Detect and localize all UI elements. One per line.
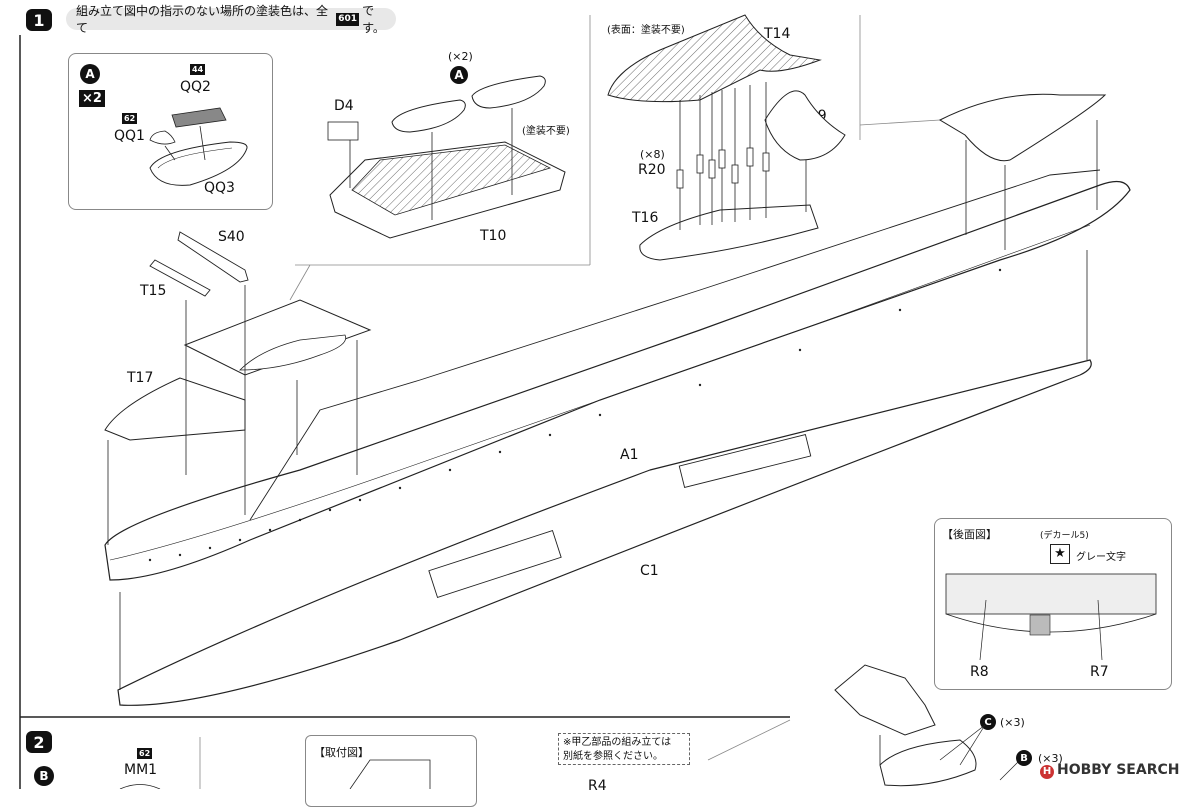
marker-b-badge: B — [34, 766, 54, 786]
qq2-paint-code: 44 — [190, 64, 206, 75]
label-s40: S40 — [218, 229, 245, 245]
star-decal-icon: ★ — [1050, 544, 1070, 564]
label-t17: T17 — [127, 370, 154, 386]
label-t16: T16 — [632, 210, 659, 226]
t10-note: (塗装不要) — [522, 126, 570, 137]
instruction-suffix: です。 — [362, 4, 385, 35]
instruction-prefix: 組み立て図中の指示のない場所の塗装色は、全て — [76, 4, 329, 35]
label-qq3: QQ3 — [204, 180, 235, 196]
marker-a-badge-t10: A — [450, 66, 468, 84]
logo-icon: H — [1040, 765, 1054, 779]
t10-drawing — [327, 75, 566, 239]
label-qq1: QQ1 — [114, 128, 145, 144]
t10-count: (×2) — [448, 50, 473, 63]
mount-title: 【取付図】 — [314, 746, 369, 759]
label-d4: D4 — [334, 98, 354, 114]
boat-parts-drawing — [149, 107, 248, 186]
step-1-instruction: 組み立て図中の指示のない場所の塗装色は、全て 601 です。 — [66, 4, 396, 35]
multiplier-badge: ×2 — [79, 90, 105, 107]
step-1-badge: 1 — [26, 9, 52, 31]
t14-note: (表面：塗装不要) — [607, 25, 685, 36]
label-c1: C1 — [640, 563, 659, 579]
label-a1: A1 — [620, 447, 639, 463]
separate-sheet-note: ※甲乙部品の組み立ては 別紙を参照ください。 — [558, 733, 690, 765]
label-qq2: QQ2 — [180, 79, 211, 95]
rear-view-title: 【後面図】 — [942, 528, 997, 541]
decal-label: (デカール5) — [1040, 531, 1089, 541]
t14-drawing — [607, 14, 846, 261]
marker-b-badge-2: B — [1016, 750, 1032, 766]
qq1-paint-code: 62 — [122, 113, 138, 124]
c-count: (×3) — [1000, 716, 1025, 729]
rear-view-drawing — [945, 573, 1157, 661]
gray-text-label: グレー文字 — [1076, 552, 1126, 563]
label-r8: R8 — [970, 664, 989, 680]
note-line-1: ※甲乙部品の組み立ては — [563, 737, 672, 748]
frame-lines — [19, 15, 941, 789]
hull-drawing — [104, 93, 1131, 706]
marker-a-badge: A — [80, 64, 100, 84]
label-mm1: MM1 — [124, 762, 158, 778]
paint-code: 601 — [336, 12, 360, 26]
label-t10: T10 — [480, 228, 507, 244]
mm1-paint-code: 62 — [137, 748, 153, 759]
label-t15: T15 — [140, 283, 167, 299]
b-count: (×3) — [1038, 752, 1063, 765]
label-t14: T14 — [764, 26, 791, 42]
label-r7: R7 — [1090, 664, 1109, 680]
step-2-drawing — [119, 664, 1019, 789]
step-2-badge: 2 — [26, 731, 52, 753]
watermark-text: HOBBY SEARCH — [1057, 762, 1180, 778]
r20-count: (×8) — [640, 148, 665, 161]
label-r20: R20 — [638, 162, 666, 178]
note-line-2: 別紙を参照ください。 — [563, 751, 663, 762]
